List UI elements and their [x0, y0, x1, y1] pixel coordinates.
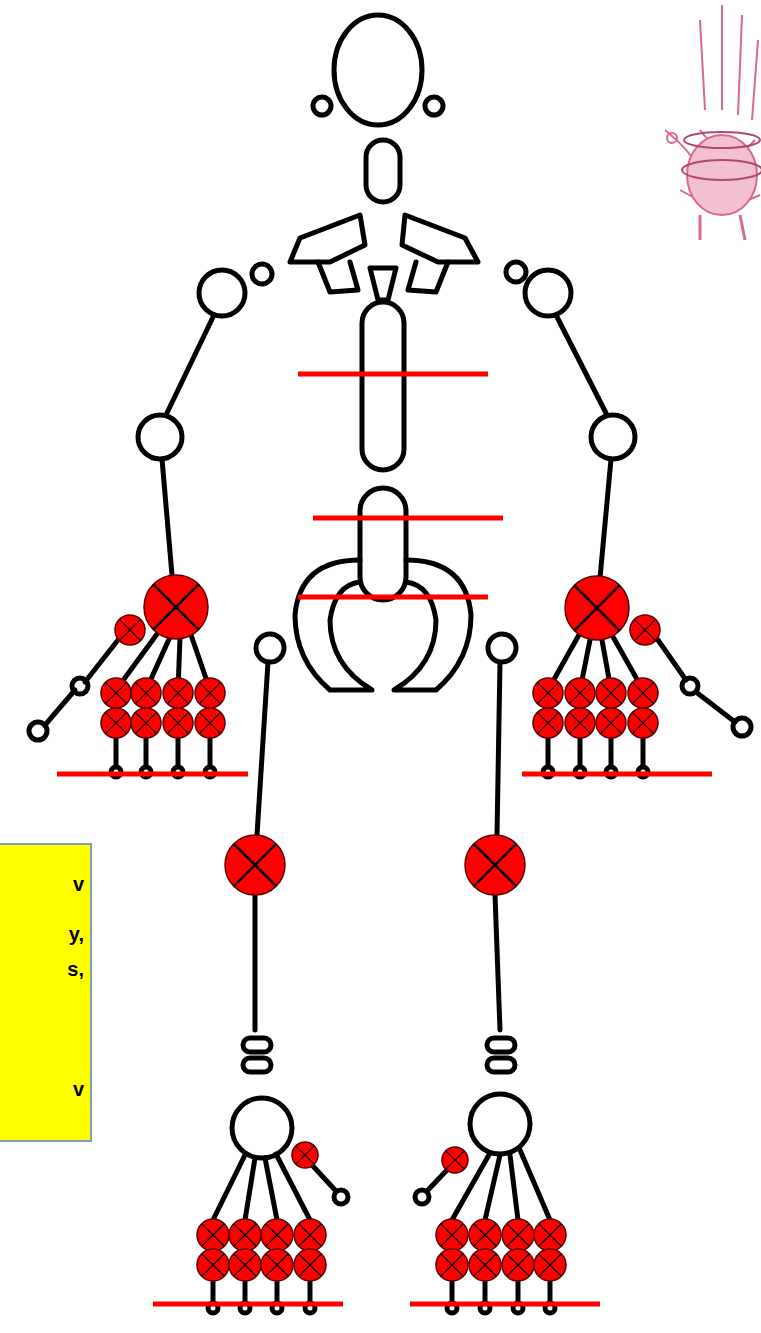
joint-cross [569, 712, 590, 733]
joint-marker [469, 1249, 501, 1281]
joint-marker [163, 708, 193, 738]
joint-marker [197, 1249, 229, 1281]
joint-cross [446, 1151, 464, 1169]
joint-marker [533, 708, 563, 738]
skeleton [29, 15, 751, 1313]
joint-marker [533, 678, 563, 708]
joint-cross [441, 1254, 464, 1277]
joint-cross [632, 712, 653, 733]
joint-cross [474, 1224, 497, 1247]
joint-marker [436, 1249, 468, 1281]
note-text: s, [67, 958, 84, 981]
joint-marker [131, 708, 161, 738]
joint-cross [600, 682, 621, 703]
joint-cross [135, 682, 156, 703]
joint-marker [163, 678, 193, 708]
joint-cross [167, 712, 188, 733]
joint-marker [261, 1249, 293, 1281]
joint-cross [634, 619, 655, 640]
joint-marker [195, 678, 225, 708]
joint-marker [131, 678, 161, 708]
joint-marker [469, 1219, 501, 1251]
joint-marker [261, 1219, 293, 1251]
joint-cross [441, 1224, 464, 1247]
joint-marker [596, 678, 626, 708]
joint-marker [628, 708, 658, 738]
joint-marker [628, 678, 658, 708]
joint-marker [144, 575, 208, 639]
joint-cross [537, 682, 558, 703]
joint-cross [474, 1254, 497, 1277]
note-text: v [73, 1078, 84, 1101]
joint-cross [202, 1224, 225, 1247]
joint-marker [565, 678, 595, 708]
joint-marker [565, 576, 629, 640]
joint-marker [229, 1249, 261, 1281]
joint-marker [630, 615, 660, 645]
note-box: v y, s, v [0, 843, 92, 1142]
affected-joints [101, 575, 660, 1281]
joint-cross [507, 1254, 530, 1277]
joint-cross [299, 1254, 322, 1277]
joint-cross [299, 1224, 322, 1247]
joint-cross [296, 1146, 314, 1164]
joint-marker [534, 1219, 566, 1251]
joint-cross [202, 1254, 225, 1277]
joint-marker [502, 1249, 534, 1281]
joint-marker [292, 1142, 318, 1168]
joint-marker [229, 1219, 261, 1251]
joint-marker [596, 708, 626, 738]
joint-cross [539, 1224, 562, 1247]
joint-cross [266, 1254, 289, 1277]
note-text: y, [69, 923, 84, 946]
note-text: v [73, 873, 84, 896]
joint-marker [294, 1219, 326, 1251]
joint-marker [465, 835, 525, 895]
joint-marker [195, 708, 225, 738]
joint-cross [167, 682, 188, 703]
joint-cross [474, 844, 516, 886]
joint-cross [105, 712, 126, 733]
joint-marker [115, 615, 145, 645]
joint-cross [234, 1224, 257, 1247]
joint-marker [442, 1147, 468, 1173]
joint-cross [199, 682, 220, 703]
joint-marker [197, 1219, 229, 1251]
joint-cross [199, 712, 220, 733]
joint-cross [234, 844, 276, 886]
joint-cross [119, 619, 140, 640]
joint-cross [600, 712, 621, 733]
joint-marker [294, 1249, 326, 1281]
joint-marker [101, 678, 131, 708]
red-level-lines [57, 374, 712, 1304]
joint-marker [225, 835, 285, 895]
joint-marker [502, 1219, 534, 1251]
joint-cross [135, 712, 156, 733]
joint-cross [105, 682, 126, 703]
joint-cross [574, 585, 619, 630]
joint-cross [266, 1224, 289, 1247]
joint-cross [507, 1224, 530, 1247]
hand-picture [665, 5, 761, 240]
joint-marker [534, 1249, 566, 1281]
joint-cross [632, 682, 653, 703]
joint-cross [153, 584, 198, 629]
joint-cross [539, 1254, 562, 1277]
joint-cross [537, 712, 558, 733]
joint-marker [436, 1219, 468, 1251]
joint-cross [234, 1254, 257, 1277]
joint-marker [565, 708, 595, 738]
joint-marker [101, 708, 131, 738]
joint-cross [569, 682, 590, 703]
